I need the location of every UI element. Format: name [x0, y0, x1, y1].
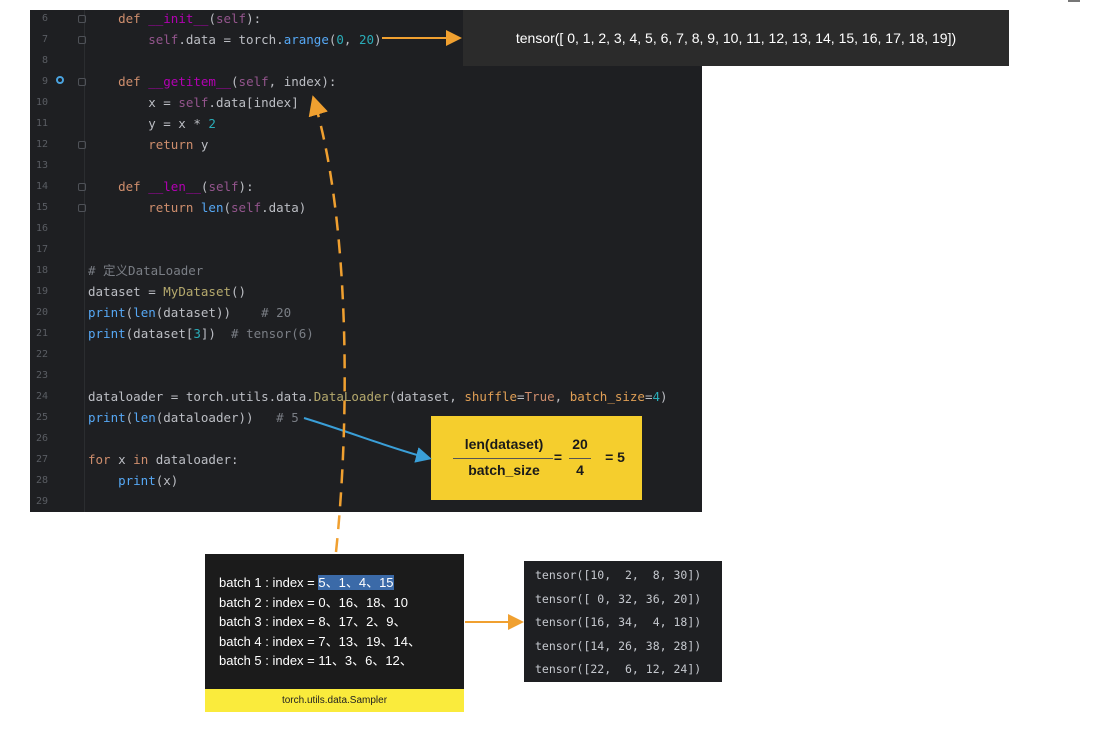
code-line[interactable]: for x in dataloader: — [88, 452, 239, 467]
line-number: 24 — [35, 391, 48, 402]
line-number: 11 — [35, 118, 48, 129]
code-editor[interactable]: 6 7 8 9 10 11 12 13 14 15 16 17 18 19 20 21 22 23 24 25 26 27… — [30, 10, 702, 512]
tensor-row: tensor([16, 34, 4, 18]) — [535, 615, 702, 629]
line-number: 16 — [35, 223, 48, 234]
line-number: 6 — [41, 13, 48, 24]
line-number: 7 — [41, 34, 48, 45]
line-number: 14 — [35, 181, 48, 192]
line-number: 28 — [35, 475, 48, 486]
code-line[interactable]: x = self.data[index] — [88, 95, 299, 110]
code-line[interactable]: def __init__(self): — [118, 11, 262, 26]
code-line[interactable]: print(dataset[3]) # tensor(6) — [88, 326, 314, 341]
batch-row: batch 3 : index = 8、17、2、9、 — [219, 614, 407, 629]
code-line[interactable]: dataset = MyDataset() — [88, 284, 247, 299]
arrow-len-to-formula — [303, 417, 432, 463]
line-number: 20 — [35, 307, 48, 318]
batch-row: batch 5 : index = 11、3、6、12、 — [219, 653, 413, 668]
arrow-sampler-to-getitem — [308, 95, 346, 553]
override-marker-icon[interactable] — [56, 76, 64, 84]
batch-row: batch 1 : index = 5、1、4、15 — [219, 575, 394, 590]
batch-row: batch 2 : index = 0、16、18、10 — [219, 594, 408, 610]
line-number: 17 — [35, 244, 48, 255]
tensor-row: tensor([ 0, 32, 36, 20]) — [535, 591, 702, 606]
line-number: 12 — [35, 139, 48, 150]
code-line[interactable]: print(x) — [118, 473, 179, 488]
batch-row: batch 4 : index = 7、13、19、14、 — [219, 633, 421, 649]
formula-fraction-bar-2 — [569, 458, 591, 459]
arange-output-callout: tensor([ 0, 1, 2, 3, 4, 5, 6, 7, 8, 9, 1… — [463, 10, 1009, 66]
fold-toggle-icon[interactable] — [78, 15, 86, 23]
tensor-row: tensor([10, 2, 8, 30]) — [535, 568, 702, 582]
fold-toggle-icon[interactable] — [78, 141, 86, 149]
sampler-footer-label: torch.utils.data.Sampler — [205, 689, 464, 712]
sampler-panel: batch 1 : index = 5、1、4、15 batch 2 : inde… — [205, 554, 464, 712]
formula-denominator-4: 4 — [576, 462, 584, 478]
line-number: 18 — [35, 265, 48, 276]
fold-toggle-icon[interactable] — [78, 78, 86, 86]
line-number: 21 — [35, 328, 48, 339]
fold-toggle-icon[interactable] — [78, 36, 86, 44]
formula-numerator-len-dataset: len(dataset) — [464, 436, 544, 452]
code-line[interactable]: def __getitem__(self, index): — [118, 74, 337, 89]
line-number: 27 — [35, 454, 48, 465]
line-number: 29 — [35, 496, 48, 507]
formula-equals: = — [553, 449, 563, 465]
fold-toggle-icon[interactable] — [78, 204, 86, 212]
arange-output-text: tensor([ 0, 1, 2, 3, 4, 5, 6, 7, 8, 9, 1… — [515, 30, 957, 46]
fold-toggle-icon[interactable] — [78, 183, 86, 191]
line-number: 23 — [35, 370, 48, 381]
code-line[interactable]: return y — [148, 137, 209, 152]
line-number: 25 — [35, 412, 48, 423]
formula-numerator-20: 20 — [572, 436, 588, 452]
line-number: 15 — [35, 202, 48, 213]
formula-result: = 5 — [605, 449, 625, 465]
line-number: 22 — [35, 349, 48, 360]
code-line[interactable]: print(len(dataloader)) # 5 — [88, 410, 299, 425]
code-line[interactable]: y = x * 2 — [88, 116, 216, 131]
formula-fraction-bar — [453, 458, 553, 459]
line-number: 26 — [35, 433, 48, 444]
code-line[interactable]: return len(self.data) — [148, 200, 307, 215]
window-corner-mark — [1068, 0, 1080, 2]
line-number: 9 — [41, 76, 48, 87]
code-line[interactable]: print(len(dataset)) # 20 — [88, 305, 292, 320]
code-line[interactable]: dataloader = torch.utils.data.DataLoader… — [88, 389, 668, 404]
line-number: 8 — [41, 55, 48, 66]
formula-denominator-batch-size: batch_size — [468, 462, 540, 478]
code-line[interactable]: self.data = torch.arange(0, 20) — [148, 32, 382, 47]
line-number: 10 — [35, 97, 48, 108]
batch-count-formula: len(dataset) batch_size = 20 4 = 5 — [431, 416, 642, 500]
tensor-row: tensor([14, 26, 38, 28]) — [535, 638, 702, 653]
line-number: 13 — [35, 160, 48, 171]
tensor-row: tensor([22, 6, 12, 24]) — [535, 662, 702, 676]
code-line[interactable]: # 定义DataLoader — [88, 263, 204, 278]
batch-tensor-output: tensor([10, 2, 8, 30]) tensor([ 0, 32, 36… — [524, 561, 722, 682]
code-line[interactable]: def __len__(self): — [118, 179, 254, 194]
line-gutter: 6 7 8 9 10 11 12 13 14 15 16 17 18 19 20 21 22 23 24 25 26 27… — [30, 10, 86, 512]
line-number: 19 — [35, 286, 48, 297]
